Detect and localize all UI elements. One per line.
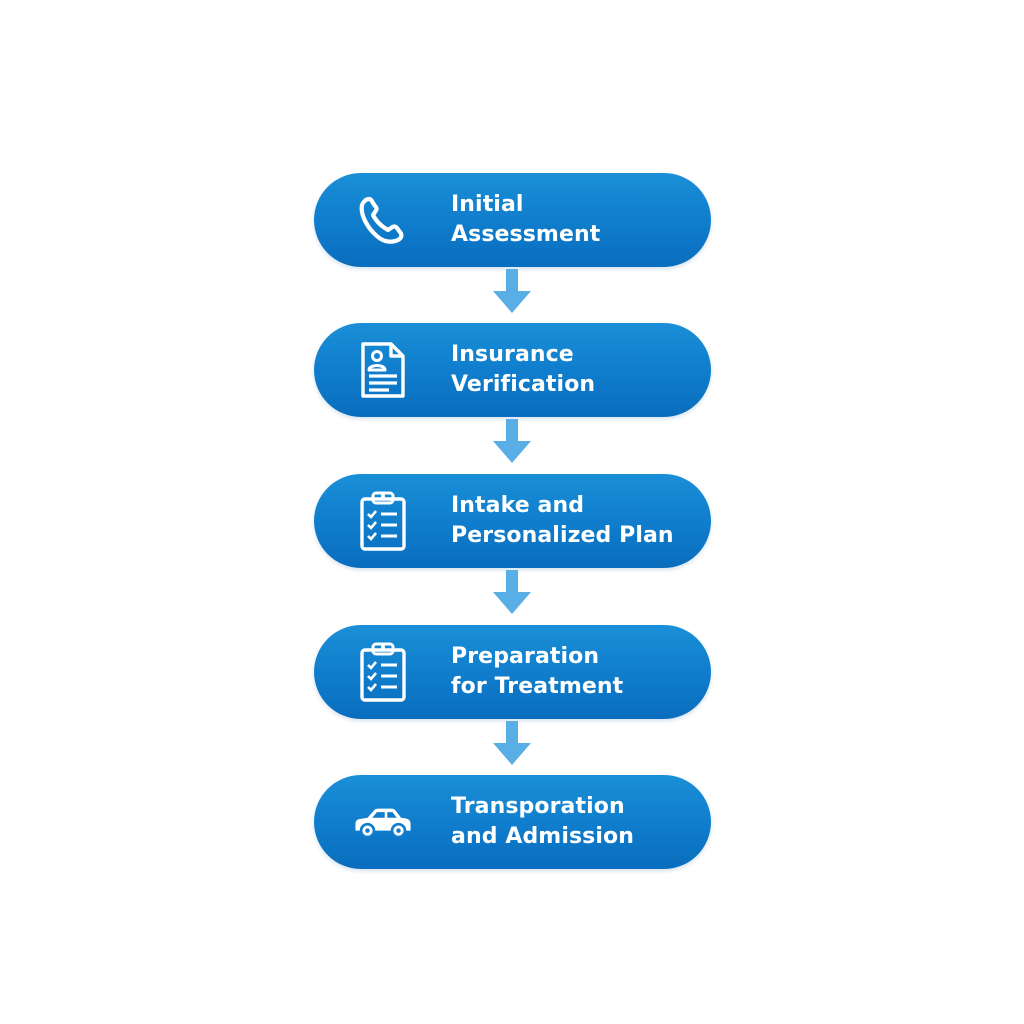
step-preparation-for-treatment: Preparation for Treatment: [314, 625, 711, 719]
phone-icon: [352, 190, 414, 250]
step-label-line1: Intake and: [451, 493, 585, 518]
step-label: Transporation and Admission: [451, 775, 691, 869]
step-label-line1: Preparation: [451, 644, 600, 669]
clipboard-checklist-icon: [352, 491, 414, 551]
step-transporation-admission: Transporation and Admission: [314, 775, 711, 869]
arrow-down-icon: [491, 419, 533, 465]
step-insurance-verification: Insurance Verification: [314, 323, 711, 417]
step-label: Initial Assessment: [451, 173, 691, 267]
step-label: Insurance Verification: [451, 323, 691, 417]
step-label-line1: Initial: [451, 192, 524, 217]
step-initial-assessment: Initial Assessment: [314, 173, 711, 267]
step-label: Intake and Personalized Plan: [451, 474, 691, 568]
arrow-down-icon: [491, 269, 533, 315]
step-label-line2: and Admission: [451, 824, 634, 849]
step-label-line2: Personalized Plan: [451, 523, 674, 548]
step-label-line1: Transporation: [451, 794, 625, 819]
step-label-line1: Insurance: [451, 342, 574, 367]
arrow-down-icon: [491, 721, 533, 767]
step-label-line2: Verification: [451, 372, 596, 397]
step-label-line2: Assessment: [451, 222, 601, 247]
car-icon: [352, 792, 414, 852]
document-person-icon: [352, 340, 414, 400]
clipboard-checklist-icon: [352, 642, 414, 702]
step-label-line2: for Treatment: [451, 674, 624, 699]
step-intake-personalized-plan: Intake and Personalized Plan: [314, 474, 711, 568]
arrow-down-icon: [491, 570, 533, 616]
step-label: Preparation for Treatment: [451, 625, 691, 719]
